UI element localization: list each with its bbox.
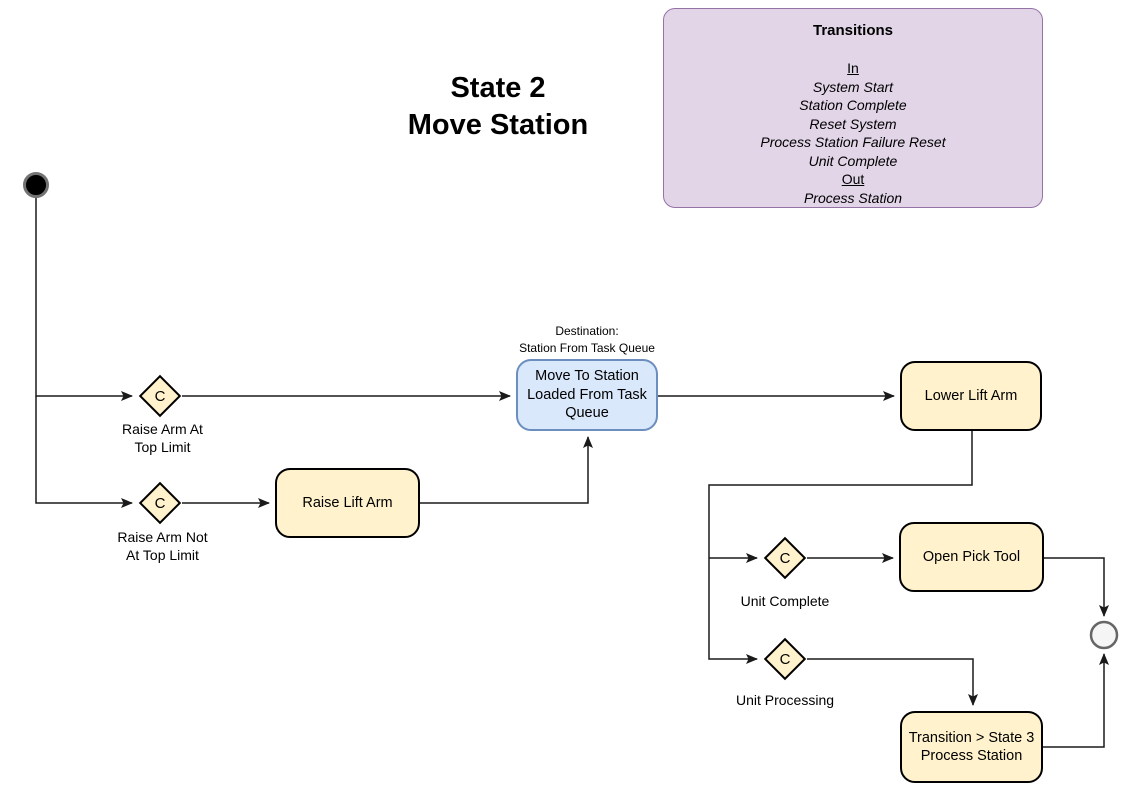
transition-in-item: Unit Complete: [808, 152, 898, 169]
condition-symbol: C: [154, 387, 166, 405]
condition-diamond-unit-processing: C: [763, 637, 807, 681]
node-lower-lift-arm: Lower Lift Arm: [900, 361, 1042, 431]
transition-in-item: Process Station Failure Reset: [760, 134, 946, 150]
edge-start-to-guard1: [35, 197, 133, 401]
node-open-pick-tool: Open Pick Tool: [899, 522, 1044, 592]
diagram-title: State 2 Move Station: [407, 72, 589, 141]
guard-label-raise-arm-at-top: Raise Arm At Top Limit: [122, 421, 203, 455]
guard-label-unit-complete: Unit Complete: [740, 593, 830, 609]
transitions-out-header: Out: [841, 171, 865, 187]
node-transition-state3: Transition > State 3 Process Station: [900, 711, 1043, 783]
edge-lower-to-guard4: [708, 431, 973, 664]
edge-transition-to-final: [1043, 653, 1109, 748]
condition-diamond-unit-complete: C: [763, 536, 807, 580]
transitions-panel-title: Transitions: [812, 22, 894, 39]
transitions-in-header: In: [847, 60, 859, 76]
condition-symbol: C: [779, 549, 791, 567]
connectors: [35, 197, 1109, 748]
condition-diamond-raise-arm-at-top: C: [138, 374, 182, 418]
transition-in-item: System Start: [812, 78, 894, 95]
edge-start-to-guard2: [35, 396, 133, 508]
transitions-panel: Transitions In System Start Station Comp…: [663, 8, 1043, 208]
edge-raise-to-move: [420, 436, 593, 504]
initial-state-icon: [23, 172, 49, 198]
condition-symbol: C: [779, 650, 791, 668]
node-raise-lift-arm: Raise Lift Arm: [275, 468, 420, 538]
transition-out-item: Process Station: [803, 189, 903, 206]
guard-label-unit-processing: Unit Processing: [735, 692, 835, 708]
condition-diamond-raise-arm-not-at-top: C: [138, 481, 182, 525]
transition-in-item: Reset System: [809, 115, 897, 132]
edge-open-to-final: [1044, 557, 1109, 617]
destination-annotation: Destination: Station From Task Queue: [519, 324, 655, 355]
edge-guard4-to-transition: [807, 658, 978, 706]
transition-in-item: Station Complete: [799, 97, 907, 113]
node-move-to-station: Move To Station Loaded From Task Queue: [516, 359, 658, 431]
guard-label-raise-arm-not-at-top: Raise Arm Not At Top Limit: [117, 529, 208, 563]
condition-symbol: C: [154, 494, 166, 512]
final-state-icon: [1089, 620, 1119, 650]
